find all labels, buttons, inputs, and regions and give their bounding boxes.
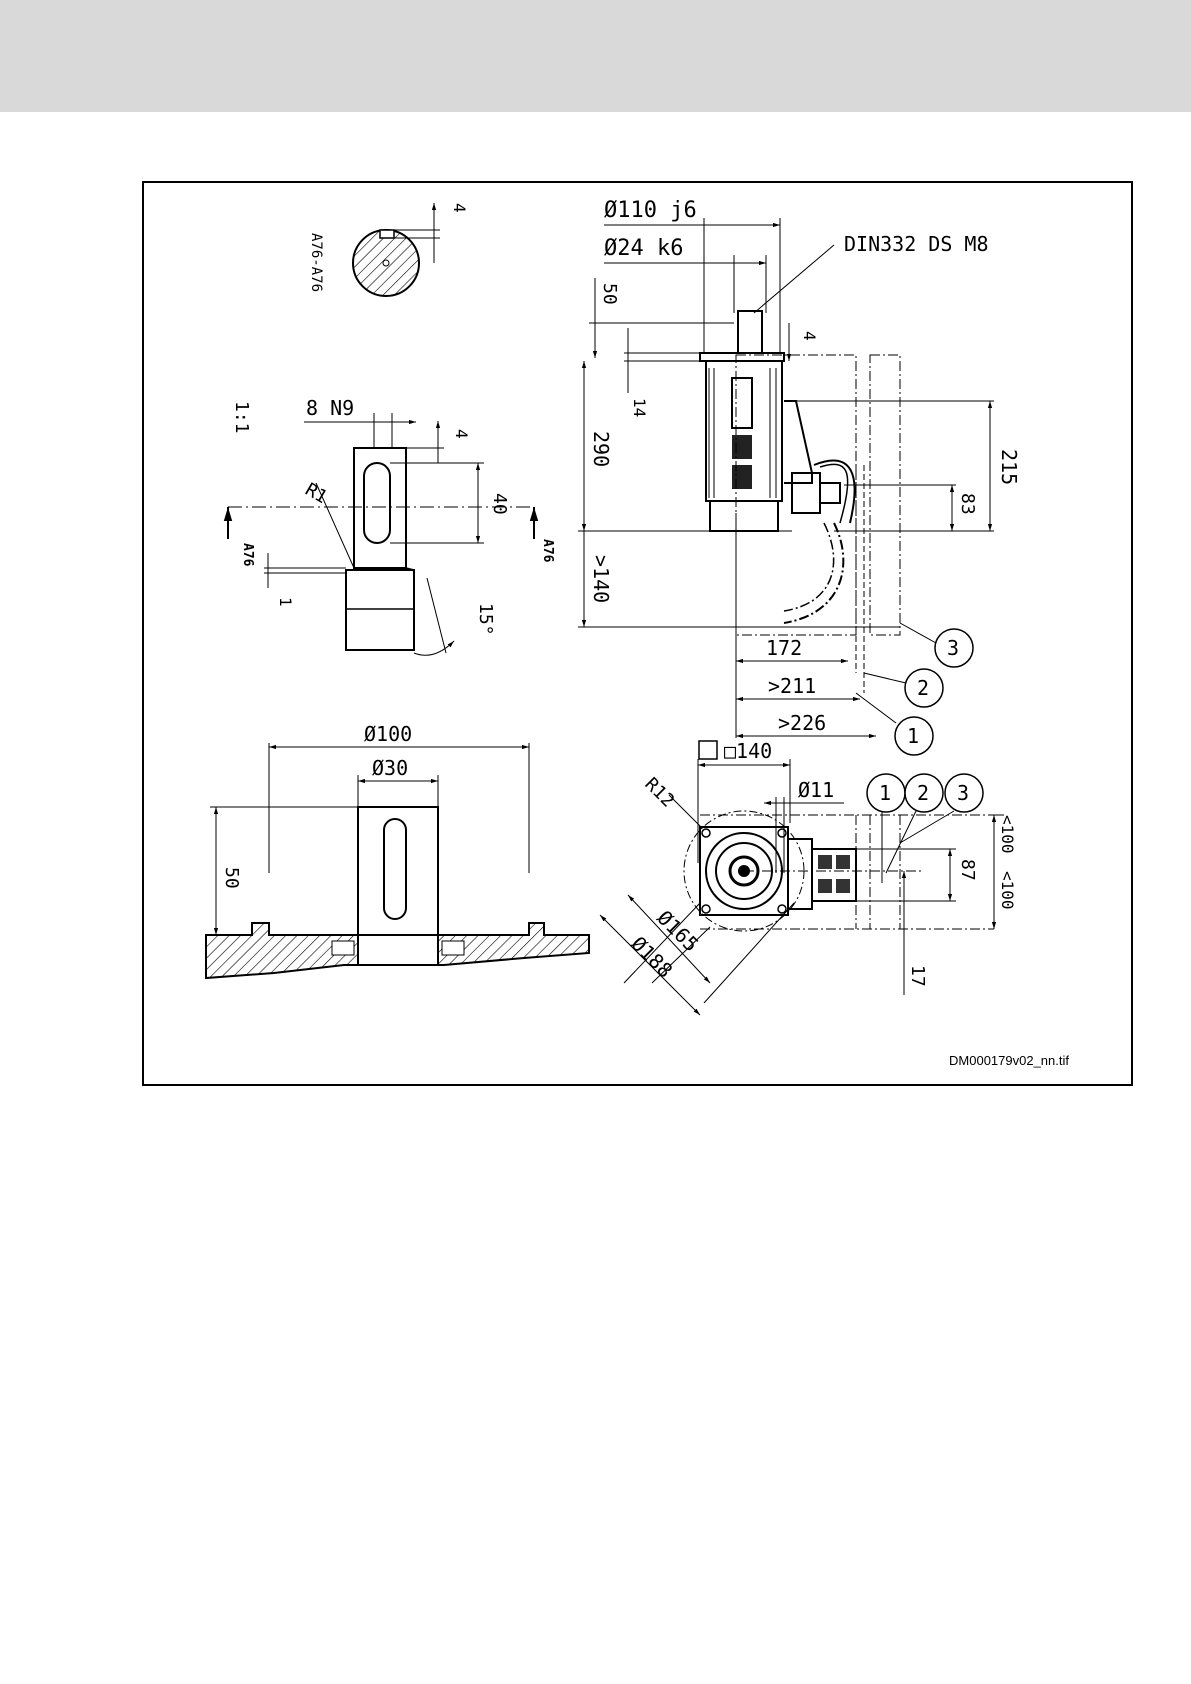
keyway-label: 8 N9 <box>306 396 354 420</box>
dia-11: Ø11 <box>798 778 834 802</box>
dim-290: 290 <box>589 431 613 467</box>
dim-172: 172 <box>766 636 802 660</box>
callout-2: 2 <box>917 676 929 700</box>
dim-4-keyway: 4 <box>452 429 471 439</box>
callout-3-end: 3 <box>957 781 969 805</box>
scale-label: 1:1 <box>231 401 252 434</box>
dia-30: Ø30 <box>372 756 408 780</box>
callout-3: 3 <box>947 636 959 660</box>
technical-drawing: 4 A76-A76 1:1 8 N9 A76 A76 R1 4 40 <box>144 183 1135 1088</box>
flange-detail: Ø100 Ø30 50 <box>206 722 589 978</box>
angle-15: 15° <box>475 603 496 636</box>
square-140: □140 <box>724 739 772 763</box>
section-view: 4 A76-A76 <box>308 203 469 296</box>
square-symbol <box>699 741 717 759</box>
dim-87: 87 <box>957 859 978 881</box>
din-label: DIN332 DS M8 <box>844 232 989 256</box>
dia-110-j6: Ø110 j6 <box>604 198 697 223</box>
drawing-frame: 4 A76-A76 1:1 8 N9 A76 A76 R1 4 40 <box>142 181 1133 1086</box>
dim-100-upper: <100 <box>998 815 1017 854</box>
dim-14: 14 <box>630 398 649 417</box>
header-band <box>0 0 1191 112</box>
callout-1-end: 1 <box>879 781 891 805</box>
dim-215: 215 <box>997 449 1021 485</box>
callout-1: 1 <box>907 724 919 748</box>
callout-2-end: 2 <box>917 781 929 805</box>
dim-140: >140 <box>589 555 613 603</box>
r12-label: R12 <box>640 774 678 812</box>
cut-label-left: A76 <box>240 543 255 567</box>
dim-4-section: 4 <box>450 203 469 213</box>
dim-50-shaft: 50 <box>599 283 620 305</box>
dia-24-k6: Ø24 k6 <box>604 236 683 261</box>
dim-4-flange: 4 <box>800 331 819 341</box>
dim-100-lower: <100 <box>998 871 1017 910</box>
dia-100: Ø100 <box>364 722 412 746</box>
dim-17: 17 <box>907 965 928 987</box>
section-label: A76-A76 <box>308 233 324 292</box>
motor-end-view: □140 Ø11 R12 <box>600 739 1017 1015</box>
dim-83: 83 <box>957 493 978 515</box>
file-name: DM000179v02_nn.tif <box>949 1053 1069 1068</box>
dim-226: >226 <box>778 711 826 735</box>
dim-40: 40 <box>489 493 510 515</box>
dim-50-flange: 50 <box>221 867 242 889</box>
dim-1: 1 <box>276 597 295 607</box>
dim-211: >211 <box>768 674 816 698</box>
shaft-detail: 1:1 8 N9 A76 A76 R1 4 40 1 <box>228 396 555 655</box>
motor-side-view: Ø110 j6 Ø24 k6 DIN332 DS M8 50 4 <box>578 198 1021 755</box>
cut-label-right: A76 <box>540 539 555 563</box>
